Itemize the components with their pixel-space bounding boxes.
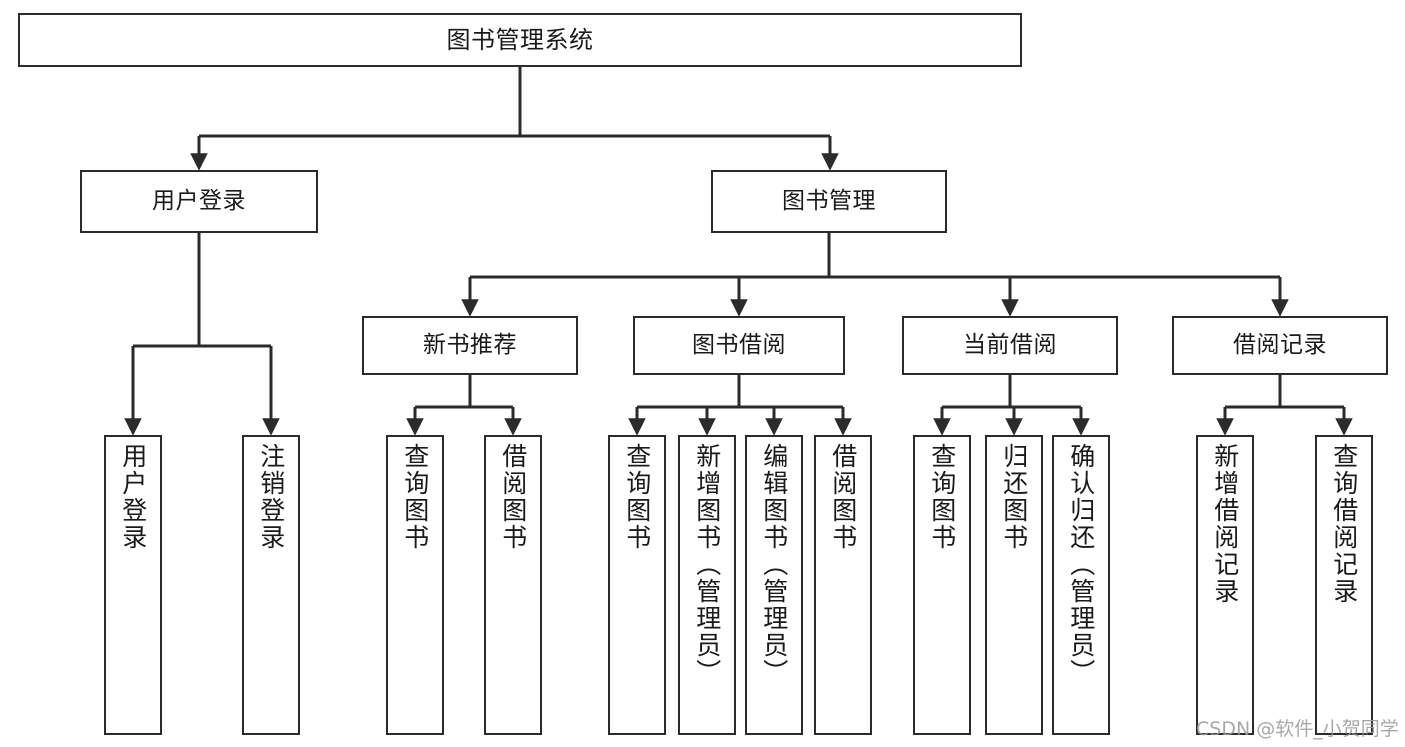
node-leaf-query-book-2-label: 查询图书 [622,443,652,551]
node-leaf-user-login-label: 用户登录 [118,443,148,551]
node-borrow-record[interactable]: 借阅记录 [1172,316,1388,375]
node-new-book-recommend[interactable]: 新书推荐 [362,316,578,375]
node-leaf-return-book[interactable]: 归还图书 [985,435,1043,735]
node-leaf-logout-login-label: 注销登录 [256,443,286,551]
node-leaf-return-book-label: 归还图书 [999,443,1029,551]
node-user-login-label: 用户登录 [152,187,246,214]
node-borrow-record-label: 借阅记录 [1233,331,1327,358]
node-leaf-query-book-1[interactable]: 查询图书 [386,435,444,735]
node-book-borrow[interactable]: 图书借阅 [633,316,845,375]
node-leaf-logout-login[interactable]: 注销登录 [242,435,300,735]
node-leaf-query-record-label: 查询借阅记录 [1329,443,1359,605]
node-leaf-confirm-return[interactable]: 确认归还（管理员） [1052,435,1110,735]
node-new-book-recommend-label: 新书推荐 [423,331,517,358]
node-leaf-edit-book-label: 编辑图书（管理员） [759,443,789,686]
node-leaf-add-record-label: 新增借阅记录 [1210,443,1240,605]
node-leaf-add-book[interactable]: 新增图书（管理员） [678,435,736,735]
node-leaf-query-book-3[interactable]: 查询图书 [913,435,971,735]
node-leaf-query-book-2[interactable]: 查询图书 [608,435,666,735]
node-leaf-query-book-3-label: 查询图书 [927,443,957,551]
node-leaf-edit-book[interactable]: 编辑图书（管理员） [745,435,803,735]
node-current-borrow[interactable]: 当前借阅 [902,316,1118,375]
node-leaf-add-record[interactable]: 新增借阅记录 [1196,435,1254,735]
node-root-label: 图书管理系统 [446,25,594,54]
node-leaf-add-book-label: 新增图书（管理员） [692,443,722,686]
node-leaf-query-record[interactable]: 查询借阅记录 [1315,435,1373,735]
node-book-manage[interactable]: 图书管理 [711,170,947,233]
node-root[interactable]: 图书管理系统 [18,13,1022,67]
node-leaf-confirm-return-label: 确认归还（管理员） [1066,443,1096,686]
node-leaf-borrow-book-1-label: 借阅图书 [498,443,528,551]
node-book-borrow-label: 图书借阅 [692,331,786,358]
node-book-manage-label: 图书管理 [782,187,876,214]
node-leaf-borrow-book-2[interactable]: 借阅图书 [814,435,872,735]
node-leaf-borrow-book-2-label: 借阅图书 [828,443,858,551]
node-leaf-query-book-1-label: 查询图书 [400,443,430,551]
csdn-watermark: CSDN @软件_小贺同学 [1196,718,1399,740]
node-current-borrow-label: 当前借阅 [963,331,1057,358]
node-leaf-user-login[interactable]: 用户登录 [104,435,162,735]
node-leaf-borrow-book-1[interactable]: 借阅图书 [484,435,542,735]
node-user-login[interactable]: 用户登录 [80,170,318,233]
